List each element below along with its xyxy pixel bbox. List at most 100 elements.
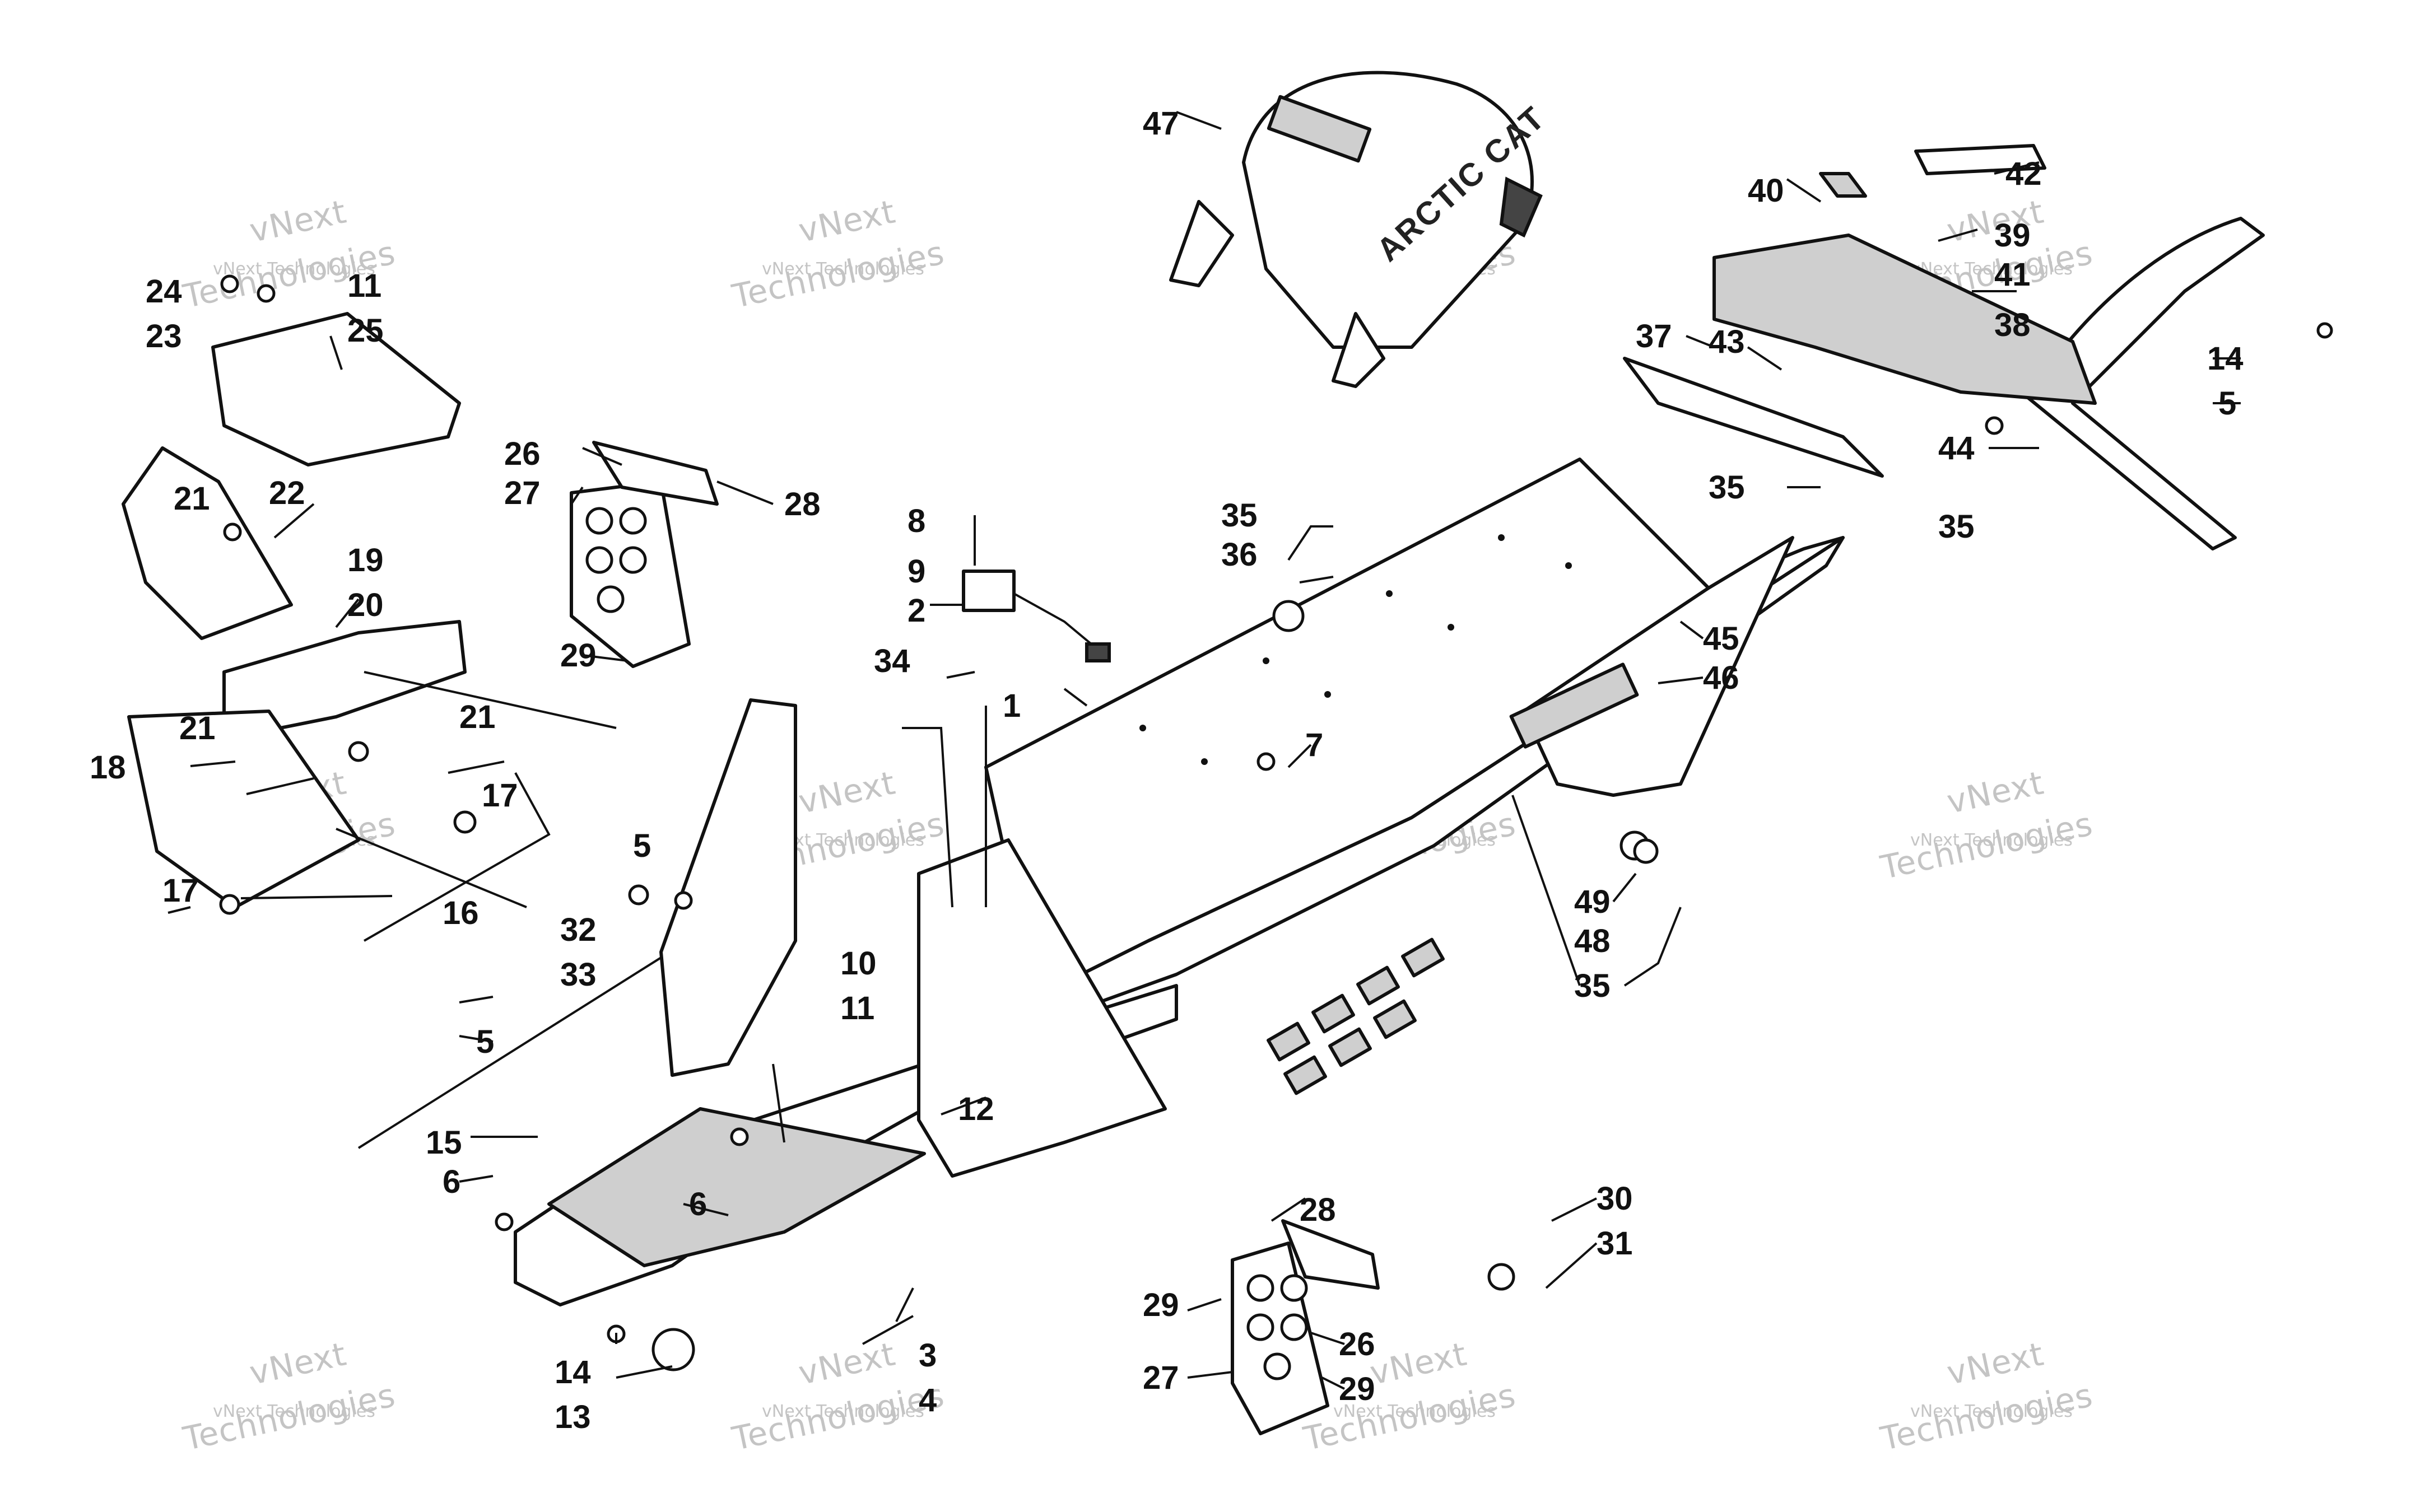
callout-35-c: 35 bbox=[1221, 497, 1258, 534]
tunnel-top bbox=[984, 458, 1845, 998]
callout-29-a: 29 bbox=[1143, 1287, 1179, 1323]
callout-40: 40 bbox=[1748, 172, 1784, 209]
callout-12: 12 bbox=[958, 1091, 994, 1127]
callout-17-b: 17 bbox=[162, 872, 199, 909]
callout-35-d: 35 bbox=[1574, 968, 1611, 1004]
callout-9: 9 bbox=[908, 553, 925, 590]
callout-14-b: 14 bbox=[555, 1354, 591, 1390]
callout-11-b: 11 bbox=[347, 268, 381, 304]
callout-16: 16 bbox=[443, 895, 479, 931]
callout-1: 1 bbox=[1003, 688, 1021, 724]
watermark-word: vNext bbox=[1367, 1334, 1470, 1392]
callout-29-c: 29 bbox=[560, 637, 597, 674]
callout-10: 10 bbox=[840, 945, 877, 982]
callout-8: 8 bbox=[908, 503, 925, 539]
leader-lines bbox=[167, 111, 2241, 1390]
watermark-word: vNext bbox=[1944, 763, 2047, 821]
callout-19: 19 bbox=[347, 542, 384, 578]
left-bracket-group bbox=[122, 312, 467, 909]
callout-49: 49 bbox=[1574, 884, 1611, 920]
watermark-word: vNext bbox=[795, 192, 899, 250]
relay-module bbox=[962, 570, 1111, 662]
callout-21-c: 21 bbox=[459, 699, 496, 735]
callout-25: 25 bbox=[347, 312, 384, 349]
watermark-caption: vNext Technologies bbox=[762, 1402, 924, 1421]
seat: ARCTIC CAT bbox=[1169, 71, 1552, 388]
hardware bbox=[219, 274, 2333, 1371]
callout-32: 32 bbox=[560, 912, 597, 948]
watermark-word: vNext bbox=[246, 1334, 350, 1392]
callout-21-a: 21 bbox=[174, 480, 210, 517]
callout-5-c: 5 bbox=[476, 1024, 494, 1060]
callout-11-a: 11 bbox=[840, 990, 874, 1026]
callout-13: 13 bbox=[555, 1399, 591, 1435]
tunnel-vents bbox=[1267, 937, 1445, 1095]
watermark-word: vNext bbox=[246, 192, 350, 250]
callout-14-a: 14 bbox=[2207, 340, 2244, 377]
callout-2: 2 bbox=[908, 592, 925, 629]
callout-44: 44 bbox=[1938, 430, 1975, 466]
callout-47: 47 bbox=[1143, 105, 1179, 142]
watermark-caption: vNext Technologies bbox=[213, 259, 375, 279]
callout-29-b: 29 bbox=[1339, 1371, 1375, 1407]
tunnel-holes bbox=[1139, 534, 1572, 765]
front-bulkhead-right bbox=[917, 838, 1167, 1178]
watermark-caption: vNext Technologies bbox=[1910, 830, 2073, 850]
lower-footrest-bracket bbox=[1231, 1219, 1380, 1435]
callout-22: 22 bbox=[269, 475, 305, 511]
callout-28-b: 28 bbox=[784, 486, 821, 522]
callout-43: 43 bbox=[1709, 324, 1745, 360]
callout-21-b: 21 bbox=[179, 710, 216, 746]
callout-5-a: 5 bbox=[2218, 385, 2236, 422]
watermark-word: vNext bbox=[1944, 1334, 2047, 1392]
callout-33: 33 bbox=[560, 956, 597, 993]
callout-31: 31 bbox=[1597, 1225, 1633, 1262]
callout-6-b: 6 bbox=[689, 1186, 707, 1222]
callout-26-b: 26 bbox=[504, 436, 541, 472]
callout-48: 48 bbox=[1574, 923, 1611, 959]
callout-34: 34 bbox=[874, 643, 910, 679]
callout-24: 24 bbox=[146, 273, 182, 310]
rear-side-panel bbox=[1522, 536, 1794, 797]
callout-26-a: 26 bbox=[1339, 1326, 1375, 1362]
taillight-assembly bbox=[1623, 144, 2097, 478]
callout-15: 15 bbox=[426, 1124, 462, 1161]
callout-20: 20 bbox=[347, 587, 384, 623]
callout-18: 18 bbox=[90, 749, 126, 786]
callout-30-a: 30 bbox=[1597, 1180, 1633, 1217]
watermark-caption: vNext Technologies bbox=[762, 259, 924, 279]
watermark-caption: vNext Technologies bbox=[1910, 1402, 2073, 1421]
front-bulkhead-left bbox=[659, 698, 797, 1077]
callout-45: 45 bbox=[1703, 620, 1739, 657]
watermark-word: vNext bbox=[795, 763, 899, 821]
callout-17-a: 17 bbox=[482, 777, 518, 814]
callout-46: 46 bbox=[1703, 660, 1739, 696]
floor-pan bbox=[547, 1107, 926, 1267]
callout-4: 4 bbox=[919, 1382, 937, 1418]
chassis-assembly bbox=[514, 458, 1845, 1306]
decal-46 bbox=[1509, 662, 1639, 749]
callout-28-a: 28 bbox=[1300, 1192, 1336, 1228]
watermark-caption: vNext Technologies bbox=[213, 1402, 375, 1421]
callout-42: 42 bbox=[2005, 156, 2042, 192]
callout-3: 3 bbox=[919, 1337, 937, 1374]
callout-27-a: 27 bbox=[1143, 1360, 1179, 1396]
callout-labels: 47 42 40 39 41 38 43 37 35 44 35 14 5 35… bbox=[90, 105, 2244, 1435]
callout-35-b: 35 bbox=[1938, 508, 1975, 545]
watermark-word: vNext bbox=[795, 1334, 899, 1392]
callout-41: 41 bbox=[1994, 256, 2031, 293]
callout-5-b: 5 bbox=[633, 828, 651, 864]
callout-6-a: 6 bbox=[443, 1164, 460, 1200]
callout-37: 37 bbox=[1636, 318, 1672, 354]
watermark-caption: vNext Technologies bbox=[1333, 1402, 1496, 1421]
upper-footrest-bracket bbox=[570, 441, 719, 668]
callout-35-a: 35 bbox=[1709, 469, 1745, 506]
callout-38: 38 bbox=[1994, 307, 2031, 343]
callout-23: 23 bbox=[146, 318, 182, 354]
callout-7: 7 bbox=[1305, 727, 1323, 763]
